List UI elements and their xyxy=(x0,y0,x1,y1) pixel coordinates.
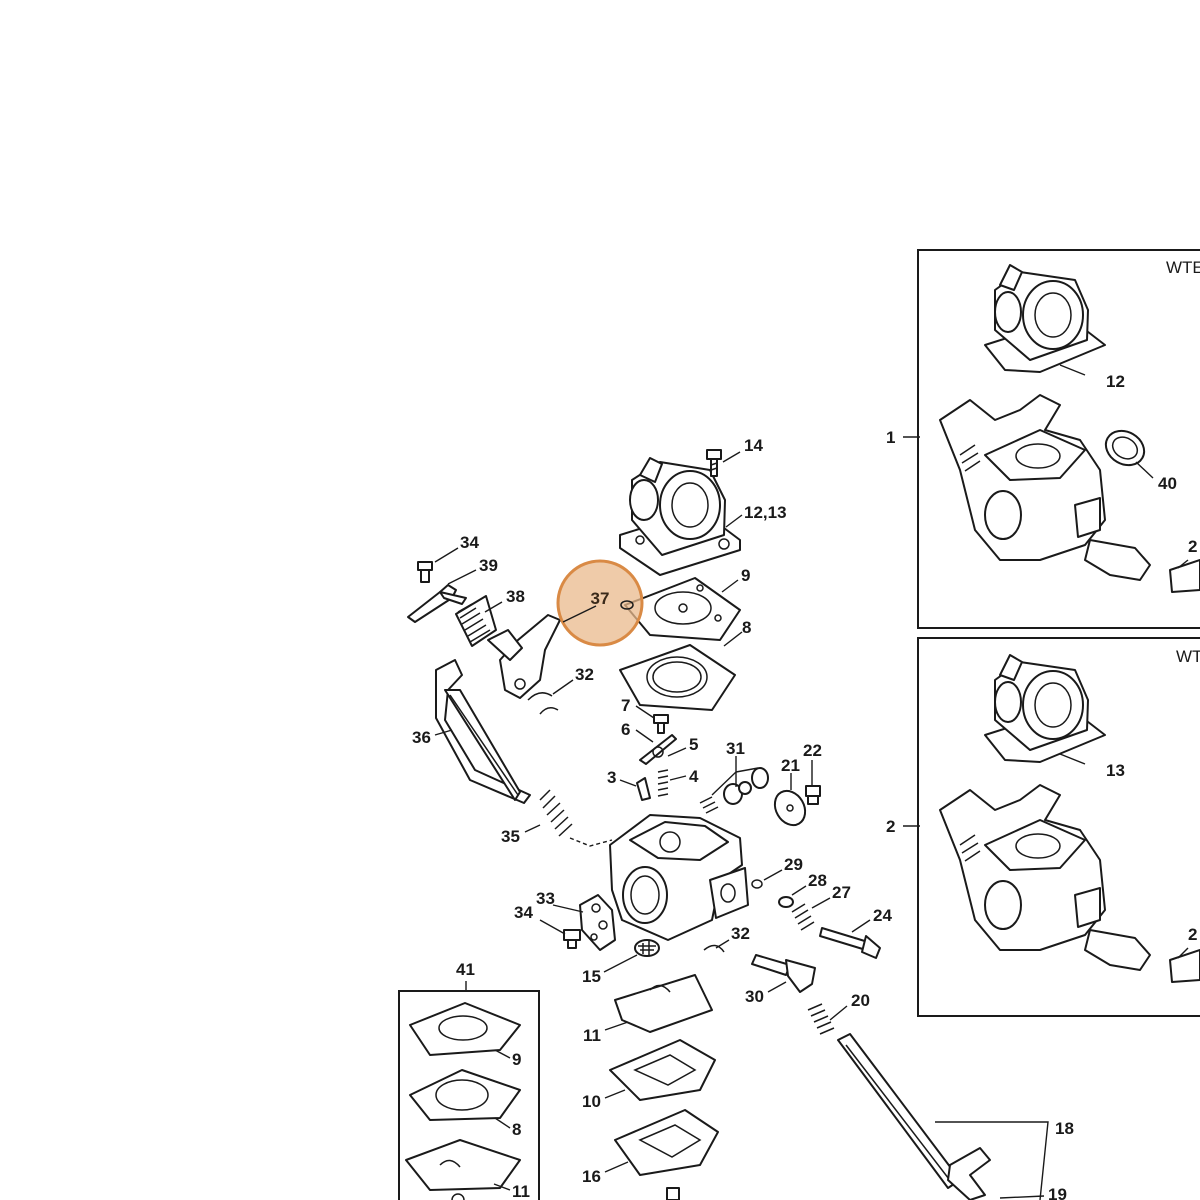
spring-part-27[interactable] xyxy=(791,903,815,931)
label-3[interactable]: 3 xyxy=(607,768,616,787)
label-38[interactable]: 38 xyxy=(506,587,525,606)
choke-shaft-part[interactable] xyxy=(837,1033,961,1189)
label-12-13[interactable]: 12,13 xyxy=(744,503,787,522)
box2-carburetor-part[interactable] xyxy=(939,784,1200,983)
label-39[interactable]: 39 xyxy=(479,556,498,575)
label-2[interactable]: 2 xyxy=(886,817,895,836)
idle-screw-part-30[interactable] xyxy=(751,954,816,993)
carburetor-body-part[interactable] xyxy=(609,814,749,941)
label-15[interactable]: 15 xyxy=(582,967,601,986)
box1-carburetor-part[interactable] xyxy=(939,394,1200,593)
label-29[interactable]: 29 xyxy=(784,855,803,874)
part-labels: 14 12,13 9 8 34 39 38 32 7 6 5 4 3 31 21… xyxy=(412,258,1200,1200)
label-5[interactable]: 5 xyxy=(689,735,698,754)
diaphragm-part-21[interactable] xyxy=(769,785,811,830)
label-kit-8[interactable]: 8 xyxy=(512,1120,521,1139)
label-28[interactable]: 28 xyxy=(808,871,827,890)
screw-part-24[interactable] xyxy=(819,927,881,959)
kit-gasket-11[interactable] xyxy=(405,1139,521,1191)
box2-cover-part[interactable] xyxy=(984,654,1106,763)
label-8[interactable]: 8 xyxy=(742,618,751,637)
throttle-shaft-part-36[interactable] xyxy=(435,659,531,804)
label-16[interactable]: 16 xyxy=(582,1167,601,1186)
label-22[interactable]: 22 xyxy=(803,741,822,760)
label-4[interactable]: 4 xyxy=(689,767,699,786)
label-kit-9[interactable]: 9 xyxy=(512,1050,521,1069)
screw-part-34b[interactable] xyxy=(563,929,581,949)
spring-part-35[interactable] xyxy=(539,789,613,847)
label-32[interactable]: 32 xyxy=(575,665,594,684)
gasket-kit-box-41 xyxy=(398,990,540,1200)
label-35[interactable]: 35 xyxy=(501,827,520,846)
label-10[interactable]: 10 xyxy=(582,1092,601,1111)
valve-assembly-part-31[interactable] xyxy=(699,767,769,814)
ring-part-40[interactable] xyxy=(1100,424,1151,472)
screw-part-7[interactable] xyxy=(653,714,669,734)
label-11[interactable]: 11 xyxy=(583,1026,601,1045)
clip-part-32[interactable] xyxy=(527,692,559,715)
label-12[interactable]: 12 xyxy=(1106,372,1125,391)
label-21[interactable]: 21 xyxy=(781,756,800,775)
label-36[interactable]: 36 xyxy=(412,728,431,747)
ring-part-28[interactable] xyxy=(778,896,794,908)
lever-part-39[interactable] xyxy=(407,584,467,623)
choke-lever-part[interactable] xyxy=(947,1147,991,1200)
ring-part-29[interactable] xyxy=(751,879,763,889)
screw-part-14[interactable] xyxy=(706,449,722,477)
kit-gasket-8[interactable] xyxy=(409,1069,521,1121)
spring-part-4[interactable] xyxy=(657,769,669,797)
leader-lines xyxy=(434,364,1189,1191)
label-19[interactable]: 19 xyxy=(1048,1185,1067,1200)
label-34b[interactable]: 34 xyxy=(514,903,533,922)
box1-cover-part[interactable] xyxy=(984,264,1106,373)
label-9[interactable]: 9 xyxy=(741,566,750,585)
carburetor-cover-part[interactable] xyxy=(619,457,741,576)
screw-part-22[interactable] xyxy=(805,785,821,805)
label-33[interactable]: 33 xyxy=(536,889,555,908)
gasket-part-8[interactable] xyxy=(619,644,736,711)
throttle-lever-part-37[interactable] xyxy=(487,614,561,699)
label-1[interactable]: 1 xyxy=(886,428,895,447)
label-34[interactable]: 34 xyxy=(460,533,479,552)
screw-part-34[interactable] xyxy=(417,561,433,583)
spring-part-38[interactable] xyxy=(455,595,497,647)
assembly-box-2 xyxy=(917,637,1200,1017)
highlight-label: 37 xyxy=(591,589,610,608)
box2-title: WT xyxy=(1176,647,1200,666)
gasket-part-11[interactable] xyxy=(614,974,713,1033)
label-box1-partial[interactable]: 2 xyxy=(1188,537,1197,556)
label-20[interactable]: 20 xyxy=(851,991,870,1010)
label-14[interactable]: 14 xyxy=(744,436,763,455)
kit-gasket-9[interactable] xyxy=(409,1002,521,1056)
label-18[interactable]: 18 xyxy=(1055,1119,1074,1138)
cover-plate-part-33[interactable] xyxy=(579,894,616,951)
label-31[interactable]: 31 xyxy=(726,739,745,758)
spring-part-20[interactable] xyxy=(807,1003,835,1035)
gasket-part-9[interactable] xyxy=(624,577,741,641)
label-40[interactable]: 40 xyxy=(1158,474,1177,493)
label-41[interactable]: 41 xyxy=(456,960,475,979)
label-24[interactable]: 24 xyxy=(873,906,892,925)
label-13[interactable]: 13 xyxy=(1106,761,1125,780)
label-box2-partial[interactable]: 2 xyxy=(1188,925,1197,944)
label-32b[interactable]: 32 xyxy=(731,924,750,943)
label-6[interactable]: 6 xyxy=(621,720,630,739)
needle-part-3[interactable] xyxy=(636,777,651,801)
label-27[interactable]: 27 xyxy=(832,883,851,902)
clip-part-32b[interactable] xyxy=(703,944,725,953)
pump-diaphragm-part-10[interactable] xyxy=(609,1039,716,1101)
lever-part-5[interactable] xyxy=(639,734,677,765)
label-7[interactable]: 7 xyxy=(621,696,630,715)
box1-title: WTE xyxy=(1166,258,1200,277)
highlight-marker[interactable]: 37 xyxy=(556,559,644,647)
gasket-part-16[interactable] xyxy=(614,1109,719,1176)
label-kit-11[interactable]: 11 xyxy=(512,1182,530,1200)
filter-screen-part-15[interactable] xyxy=(634,939,660,957)
assembly-box-1 xyxy=(917,249,1200,629)
label-30[interactable]: 30 xyxy=(745,987,764,1006)
